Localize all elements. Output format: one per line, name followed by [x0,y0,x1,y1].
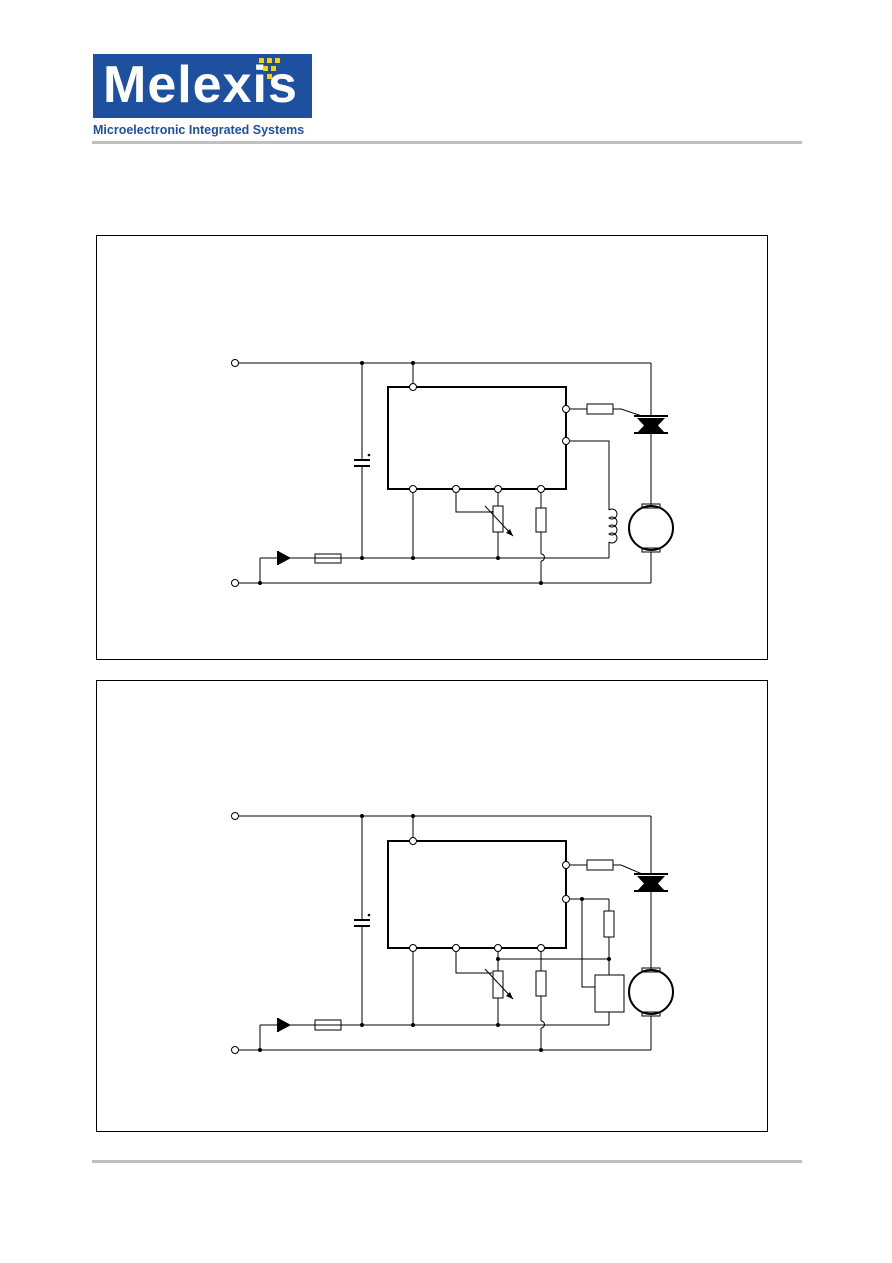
pin-resistor [535,970,547,997]
diode [278,551,291,565]
logo-text: Melexis [103,56,298,114]
gate-resistor [586,403,614,415]
ic-block [387,840,567,949]
motor [628,505,674,551]
circuit-figure-2 [96,680,768,1132]
diode [278,1018,291,1032]
supply-terminal-top [231,812,239,820]
motor [628,969,674,1015]
sense-resistor [603,910,615,938]
circuit-diagram-2 [231,812,674,1054]
logo-background [93,54,312,118]
logo-tagline: Microelectronic Integrated Systems [93,123,305,137]
melexis-logo: Melexis [93,54,312,118]
supply-terminal-bottom [231,579,239,587]
circuit-figure-1 [96,235,768,660]
pin-resistor [535,507,547,533]
gate-resistor [586,859,614,871]
footer-divider [92,1160,802,1163]
potentiometer [492,505,504,533]
supply-terminal-top [231,359,239,367]
sensor-module [594,974,625,1013]
ic-block [387,386,567,490]
header-divider [92,141,802,144]
shunt-coil [608,508,618,544]
potentiometer [492,970,504,999]
supply-terminal-bottom [231,1046,239,1054]
circuit-diagram-1 [231,359,674,587]
